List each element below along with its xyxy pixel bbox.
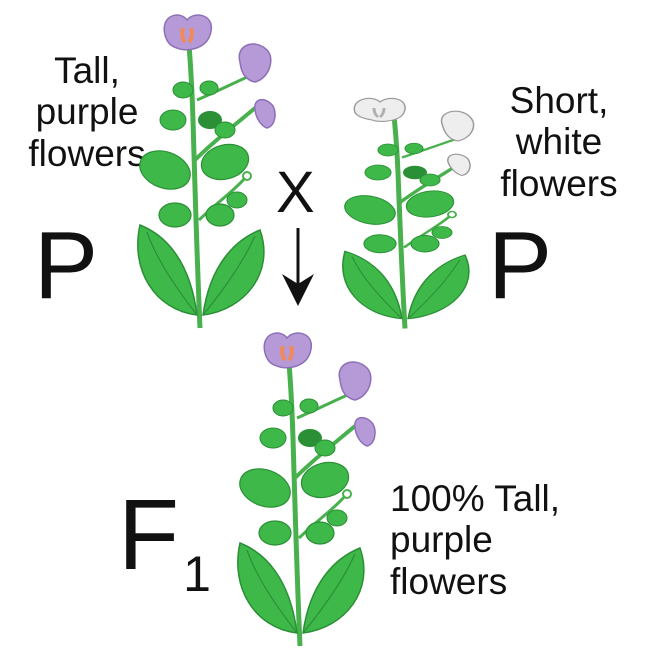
generation-f1: F1 bbox=[118, 485, 211, 599]
down-arrow-icon bbox=[282, 228, 314, 306]
parent-right-label-line: white bbox=[515, 121, 603, 163]
parent-left-label-line: flowers bbox=[28, 132, 146, 174]
offspring-label: 100% Tall, purple flowers bbox=[390, 478, 560, 602]
f1-tall-purple-plant bbox=[225, 328, 385, 648]
offspring-label-line: 100% Tall, bbox=[390, 478, 561, 519]
parent-left-label-line: purple bbox=[35, 91, 139, 133]
generation-f1-letter: F bbox=[118, 479, 180, 591]
parent-right-label-line: Short, bbox=[509, 80, 609, 121]
parent-left-label-line: Tall, bbox=[54, 50, 120, 91]
offspring-label-line: flowers bbox=[390, 560, 508, 602]
short-white-plant bbox=[330, 90, 490, 330]
tall-purple-plant bbox=[125, 10, 285, 330]
generation-f1-subscript: 1 bbox=[183, 546, 211, 602]
generation-p-right: P bbox=[488, 212, 553, 319]
parent-left-label: Tall, purple flowers bbox=[26, 50, 148, 174]
offspring-label-line: purple bbox=[390, 519, 493, 561]
cross-symbol: X bbox=[276, 160, 315, 225]
generation-p-left: P bbox=[34, 212, 99, 319]
parent-right-label-line: flowers bbox=[500, 162, 618, 204]
parent-right-label: Short, white flowers bbox=[495, 80, 623, 204]
